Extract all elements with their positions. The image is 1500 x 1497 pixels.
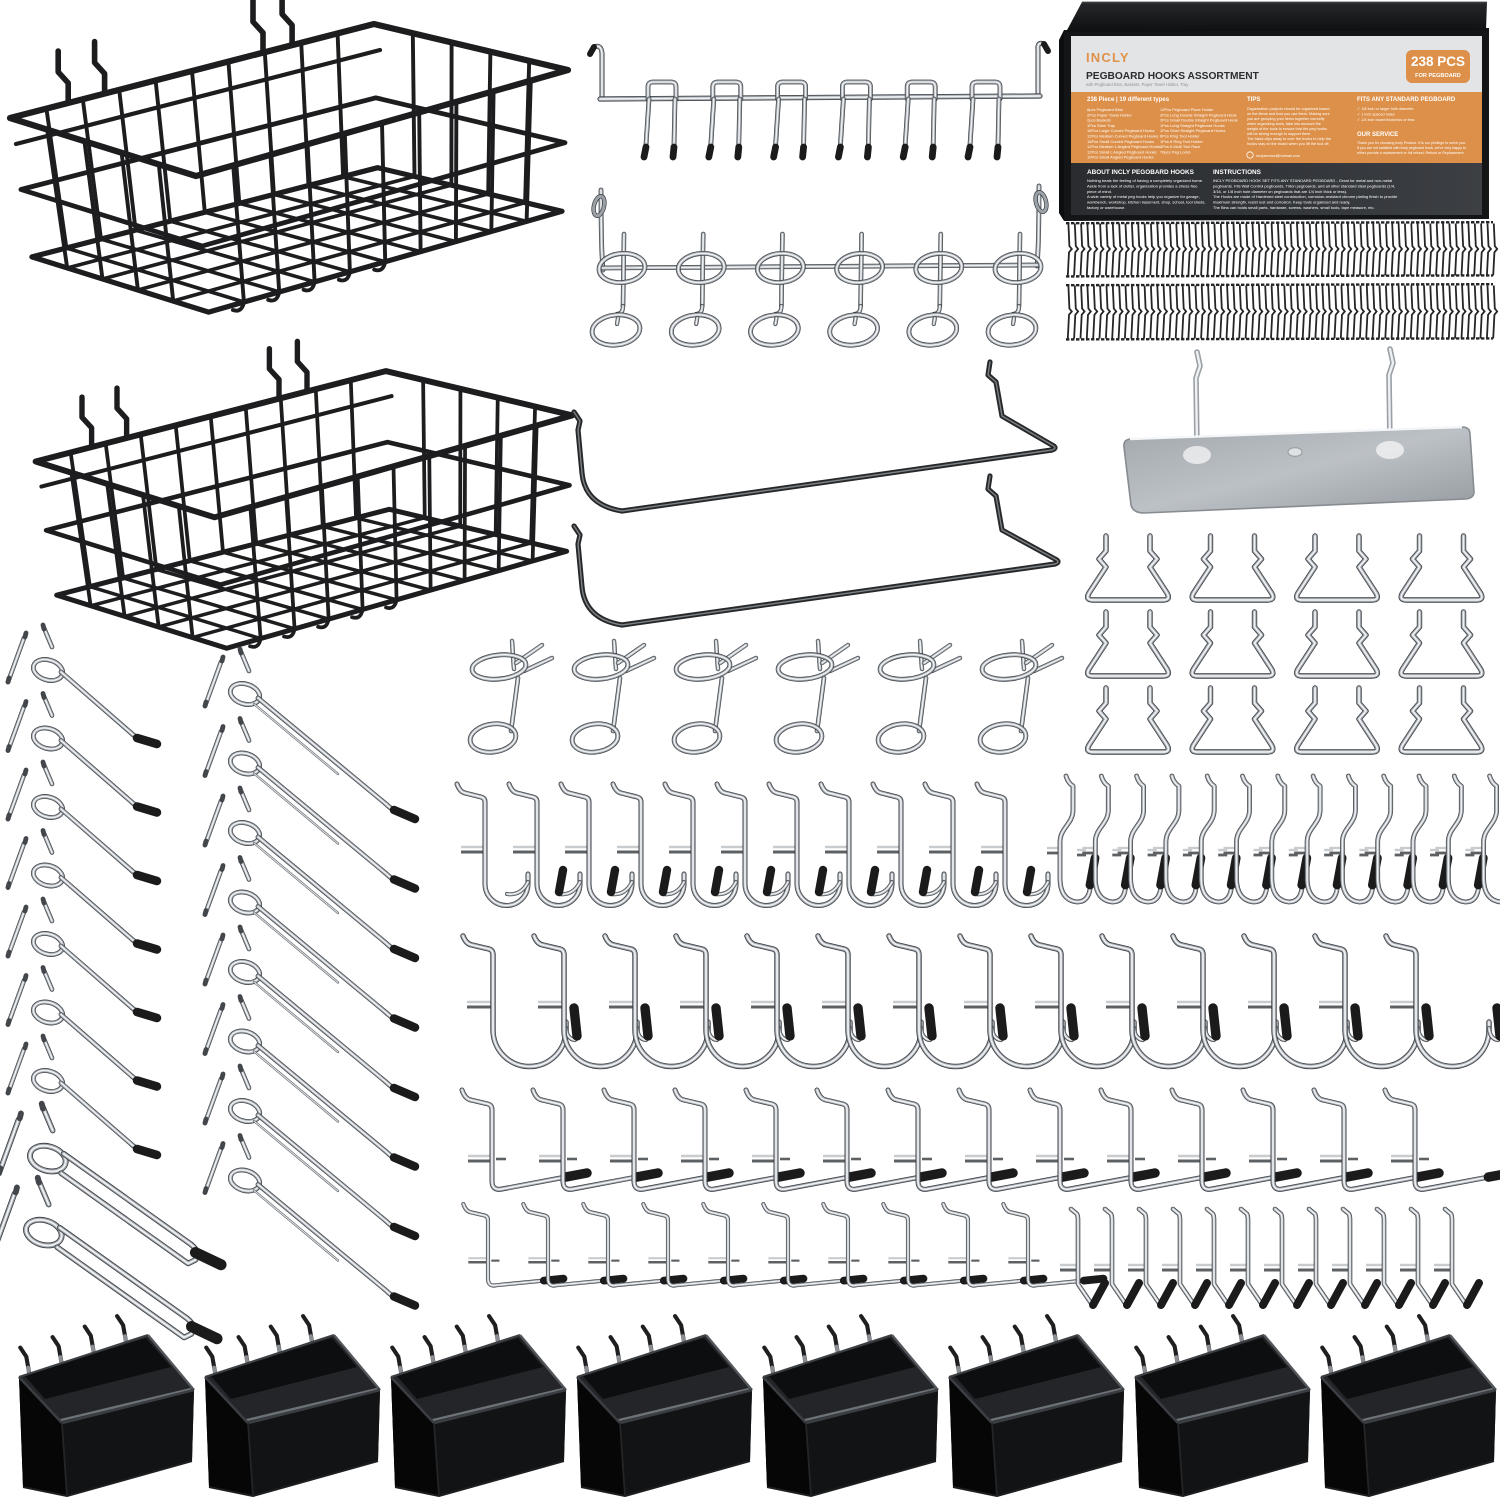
svg-text:238 PCS: 238 PCS [1411,54,1465,69]
svg-text:weight of the tools to ensure: weight of the tools to ensure that the p… [1247,127,1327,131]
svg-text:1Pcs Short Straight Pegboard H: 1Pcs Short Straight Pegboard Hooks [1160,128,1225,133]
svg-text:pegboards. Fits Wall Control p: pegboards. Fits Wall Control pegboards, … [1213,183,1395,188]
svg-text:If you are not satisfied with: If you are not satisfied with Incly pegb… [1357,146,1466,150]
svg-text:either provide a replacement o: either provide a replacement or full ref… [1357,151,1464,155]
svg-text:Organization projects should b: Organization projects should be organize… [1247,107,1330,111]
svg-text:16Pcs Small Curved Pegboard Ho: 16Pcs Small Curved Pegboard Hooks [1087,139,1154,144]
svg-text:PEGBOARD HOOKS ASSORTMENT: PEGBOARD HOOKS ASSORTMENT [1086,71,1260,82]
svg-text:inclyservice@hotmail.com: inclyservice@hotmail.com [1256,154,1300,158]
svg-text:12Pcs Medium Curved Pegboard H: 12Pcs Medium Curved Pegboard Hooks [1087,134,1158,139]
svg-text:you are grouping your items to: you are grouping your items together cor… [1247,117,1325,121]
svg-text:INCLY PEGBOARD HOOK SET FITS A: INCLY PEGBOARD HOOK SET FITS ANY STANDAR… [1213,178,1392,183]
svg-text:The Bins can holds small parts: The Bins can holds small parts, hardware… [1213,205,1375,210]
svg-text:12Pcs Small L Angled Pegboard: 12Pcs Small L Angled Pegboard Hooks [1087,149,1157,154]
svg-text:INSTRUCTIONS: INSTRUCTIONS [1213,169,1262,176]
svg-text:238 Piece | 19 different types: 238 Piece | 19 different types [1087,97,1170,103]
svg-text:✓ 1/8 inch or larger hole dia: ✓ 1/8 inch or larger hole diameter [1357,107,1415,111]
svg-text:3/16, or 1/8 inch hole diamete: 3/16, or 1/8 inch hole diameter on pegbo… [1213,189,1347,194]
svg-text:factory or warehouse.: factory or warehouse. [1087,205,1125,210]
svg-text:1Pcs Steel Tray: 1Pcs Steel Tray [1087,123,1115,128]
svg-text:on the items and how you use t: on the items and how you use them. Makin… [1247,112,1330,116]
svg-text:✓ 1/4 inch board thickness or: ✓ 1/4 inch board thickness or less [1357,118,1415,122]
svg-text:12Pcs Medium L Angled Pegboard: 12Pcs Medium L Angled Pegboard Hooks [1087,144,1161,149]
svg-text:hooks stay on the board when y: hooks stay on the board when you lift th… [1247,142,1329,146]
svg-text:INCLY: INCLY [1086,50,1130,65]
svg-text:2pcs Baskets: 2pcs Baskets [1087,118,1111,123]
svg-text:The Hooks are made of Hardened: The Hooks are made of Hardened steel con… [1213,194,1398,199]
svg-text:2Pcs Long Double Straight Pegb: 2Pcs Long Double Straight Pegboard Hook [1160,112,1237,117]
svg-text:2Pcs Small Double Straight Peg: 2Pcs Small Double Straight Pegboard Hook [1160,118,1238,123]
svg-text:TIPS: TIPS [1247,97,1260,103]
svg-text:1Pcs 6 Multi Tool Rack: 1Pcs 6 Multi Tool Rack [1160,144,1200,149]
svg-text:8pcs Pegboard Bins: 8pcs Pegboard Bins [1087,107,1123,112]
svg-text:will be strong enough to suppo: will be strong enough to support them. [1247,132,1311,136]
svg-text:workbench, workshop, kitchen b: workbench, workshop, kitchen basement, s… [1087,200,1206,205]
svg-text:10Pcs Small Angled Pegboard Ho: 10Pcs Small Angled Pegboard Hooks [1087,155,1153,160]
svg-text:1Pcs 6 Ring Tool Holder: 1Pcs 6 Ring Tool Holder [1160,139,1204,144]
svg-text:✓ 1 inch spaced holes: ✓ 1 inch spaced holes [1357,113,1395,117]
svg-text:Nothing beats the feeling of h: Nothing beats the feeling of having a co… [1087,178,1203,183]
svg-text:6Pcs Ring Tool Holder: 6Pcs Ring Tool Holder [1160,134,1200,139]
svg-text:FOR PEGBOARD: FOR PEGBOARD [1415,73,1461,79]
svg-text:ABOUT INCLY PEGOBARD HOOKS: ABOUT INCLY PEGOBARD HOOKS [1087,169,1195,176]
svg-text:2Pcs Paper Towel Holder: 2Pcs Paper Towel Holder [1087,112,1133,117]
svg-text:A wide variety of metal peg ho: A wide variety of metal peg hooks help y… [1087,194,1200,199]
svg-text:FITS ANY STANDARD PEGBOARD: FITS ANY STANDARD PEGBOARD [1357,97,1456,103]
svg-text:maximum strength, resist rust: maximum strength, resist rust and corros… [1213,200,1350,205]
svg-text:70pcs Peg Locks: 70pcs Peg Locks [1160,149,1190,154]
svg-text:12Pcs Pegboard Place Holder: 12Pcs Pegboard Place Holder [1160,107,1214,112]
svg-text:piece of mind.: piece of mind. [1087,189,1112,194]
svg-text:The black clips away to over t: The black clips away to over the hooks t… [1247,137,1331,141]
svg-text:Thank you for choosing Incly P: Thank you for choosing Incly Product. It… [1357,141,1466,145]
svg-text:1Pcs Long Straight Pegboard Ho: 1Pcs Long Straight Pegboard Hooks [1160,123,1225,128]
svg-text:16Pcs Large Curved Pegboard Ho: 16Pcs Large Curved Pegboard Hooks [1087,128,1154,133]
svg-text:Aside from a lack of clutter,: Aside from a lack of clutter, organizati… [1087,183,1198,188]
svg-text:OUR SERVICE: OUR SERVICE [1357,132,1398,138]
svg-text:when organizing tools, take in: when organizing tools, take into account… [1247,122,1321,126]
svg-text:with Pegboard Bins, Baskets, P: with Pegboard Bins, Baskets, Paper Towel… [1086,82,1189,87]
